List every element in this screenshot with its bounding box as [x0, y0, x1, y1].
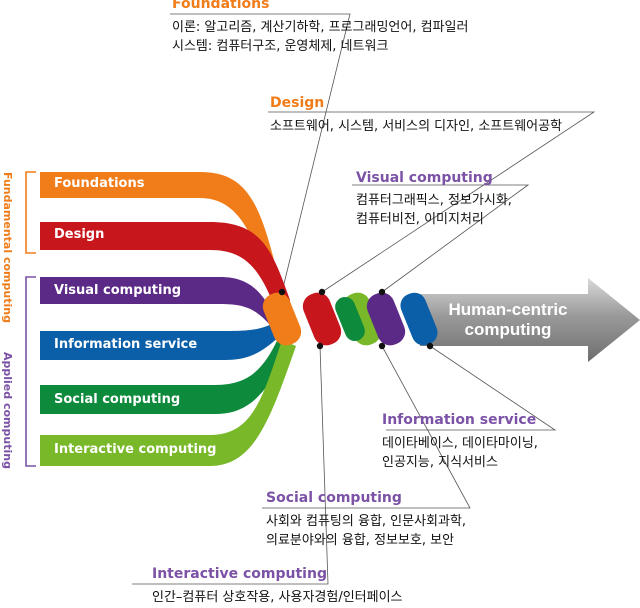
band-foundations [40, 172, 282, 346]
bracket-applied [25, 276, 36, 467]
ribbon [262, 292, 438, 346]
ribbon-segment-orange [262, 292, 302, 346]
dot-bottom-3 [426, 342, 434, 350]
dot-top-1 [278, 288, 286, 296]
band-label-foundations: Foundations [54, 176, 145, 191]
dot-bottom-2 [378, 342, 386, 350]
ribbon-segment-blue [400, 292, 438, 346]
callout-line-social-1: 사회와 컴퓨팅의 융합, 인문사회과학, [266, 514, 467, 529]
band-social [40, 330, 290, 414]
callout-line-information [386, 345, 557, 431]
callout-line-visual-1: 컴퓨터그래픽스, 정보가시화, [356, 193, 512, 208]
band-label-interactive: Interactive computing [54, 442, 217, 457]
band-design [40, 222, 290, 346]
band-visual [40, 277, 276, 332]
callout-line-foundations-2: 시스템: 컴퓨터구조, 운영체제, 네트워크 [172, 39, 389, 54]
band-label-information: Information service [54, 337, 198, 352]
callout-title-foundations: Foundations [172, 0, 270, 12]
bands [40, 172, 296, 466]
ribbon-dots [278, 288, 434, 350]
callout-title-social: Social computing [266, 490, 402, 506]
ribbon-segment-purple [366, 292, 406, 346]
callout-line-visual-2: 컴퓨터비전, 이미지처리 [356, 212, 484, 227]
callout-title-design: Design [270, 95, 325, 111]
ribbon-segment-red [302, 292, 342, 346]
bracket-fundamental [25, 171, 36, 254]
callout-line-social-2: 의료분야와의 융합, 정보보호, 보안 [266, 533, 455, 548]
callout-line-information-1: 데이타베이스, 데이타마이닝, [382, 436, 538, 451]
band-label-social: Social computing [54, 392, 181, 407]
callout-line-social [262, 345, 471, 509]
callout-line-foundations-1: 이론: 알고리즘, 계산기하학, 프로그래밍언어, 컴파일러 [172, 20, 469, 35]
callout-line-interactive [132, 345, 329, 585]
category-applied: Applied computing [1, 352, 14, 469]
dot-top-3 [378, 288, 386, 296]
band-label-visual: Visual computing [54, 283, 182, 298]
callout-title-interactive: Interactive computing [152, 566, 327, 582]
target-arrow [420, 278, 640, 362]
callout-line-visual [352, 184, 530, 293]
band-label-design: Design [54, 227, 105, 242]
callout-line-foundations [170, 13, 351, 293]
band-information [40, 320, 280, 360]
callout-line-design [268, 111, 596, 293]
callout-line-design-1: 소프트웨어, 시스템, 서비스의 디자인, 소프트웨어공학 [270, 119, 563, 134]
callout-title-visual: Visual computing [356, 170, 493, 186]
ribbon-segment-green-mid [335, 296, 365, 342]
category-fundamental: Fundamental computing [1, 172, 14, 323]
callout-line-interactive-1: 인간–컴퓨터 상호작용, 사용자경험/인터페이스 [152, 590, 403, 605]
callout-line-information-2: 인공지능, 지식서비스 [382, 455, 498, 470]
dot-bottom-1 [316, 342, 324, 350]
callout-title-information: Information service [382, 412, 537, 428]
band-interactive [40, 340, 296, 466]
dot-top-2 [318, 288, 326, 296]
callout-lines [132, 13, 596, 585]
